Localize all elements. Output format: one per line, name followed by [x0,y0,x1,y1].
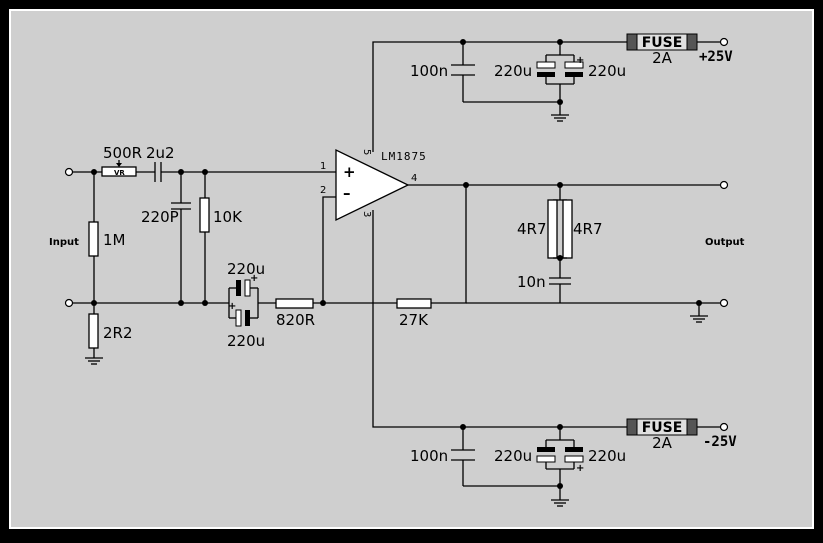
fb-cap-top-label: 220u [227,260,265,278]
resistor-820r [275,298,314,309]
output-ground-icon [690,315,708,323]
vplus-ground-icon [551,114,569,122]
fb-cap-bottom-neg [245,310,250,326]
output-stage: Output 4R7 4R7 10n [408,180,745,323]
vminus-fuse-label: FUSE [642,420,683,436]
negative-supply-section: 100n + 220u 220u FUSE 2A -25V [372,210,737,507]
svg-text:+: + [576,55,584,66]
opamp-lm1875: LM1875 + – 1 2 4 5 3 [320,148,427,222]
shunt-cap-label: 220P [141,208,179,226]
vplus-elcap-a-neg [537,72,555,77]
output-terminal-signal[interactable] [719,180,729,190]
opamp-plus-sign: + [343,163,356,181]
output-label: Output [705,237,745,248]
input-terminal-ground[interactable] [64,298,74,308]
vminus-fuse-rating: 2A [652,434,673,452]
resistor-2r2-label: 2R2 [103,324,133,342]
vminus-fuse: FUSE [626,418,698,436]
resistor-4r7-a [547,199,558,259]
fb-cap-bottom-plate [235,309,242,327]
vplus-elcap-a-plate [536,61,556,69]
vminus-elcap-b-neg [565,447,583,452]
fb-cap-bottom-label: 220u [227,332,265,350]
vr-tag: VR [114,169,125,177]
vplus-terminal[interactable] [719,37,729,47]
opamp-pin-4: 4 [411,173,417,184]
resistor-1m [88,221,99,257]
vplus-fuse: FUSE [626,33,698,51]
svg-text:+: + [576,463,584,474]
input-terminal-signal[interactable] [64,167,74,177]
vminus-elcap-a-plate [536,455,556,463]
input-stage: Input VR 500R 2u2 1M 2R2 [49,144,336,365]
opamp-pin-3: 3 [361,211,372,217]
opamp-triangle [335,148,410,222]
resistor-1m-label: 1M [103,231,126,249]
svg-text:+: + [250,273,258,284]
opamp-pin-5: 5 [361,149,372,155]
vminus-elcap-a-neg [537,447,555,452]
vplus-film-cap-label: 100n [410,62,448,80]
resistor-27k-label: 27K [399,311,429,329]
opamp-pin-2: 2 [320,185,326,196]
vminus-terminal[interactable] [719,422,729,432]
resistor-820r-label: 820R [276,311,315,329]
vplus-elcap-b-plate [564,61,584,69]
resistor-2r2 [88,313,99,349]
resistor-4r7-b-label: 4R7 [573,220,603,238]
input-ground-icon [85,357,103,365]
svg-text:+: + [228,301,236,312]
vr-label: 500R [103,144,142,162]
resistor-4r7-a-label: 4R7 [517,220,547,238]
feedback-network: + + 220u 220u 820R 27K [227,185,467,350]
schematic-canvas [9,9,814,529]
opamp-minus-sign: – [343,184,351,202]
input-label: Input [49,237,79,248]
resistor-10k [199,197,210,233]
vminus-elcap-b-label: 220u [588,447,626,465]
vplus-rail-label: +25V [699,49,733,65]
vminus-wire [372,210,627,428]
vplus-wire [372,41,627,152]
vplus-fuse-label: FUSE [642,35,683,51]
resistor-4r7-b [562,199,573,259]
vplus-elcap-b-label: 220u [588,62,626,80]
vplus-elcap-b-neg [565,72,583,77]
resistor-27k [396,298,432,309]
output-terminal-ground[interactable] [719,298,729,308]
vminus-film-cap-label: 100n [410,447,448,465]
vminus-elcap-a-label: 220u [494,447,532,465]
vplus-elcap-a-label: 220u [494,62,532,80]
fb-cap-top-neg [236,280,241,296]
coupling-cap-label: 2u2 [146,144,175,162]
vminus-ground-icon [551,499,569,507]
vminus-rail-label: -25V [703,434,737,450]
vplus-fuse-rating: 2A [652,49,673,67]
inverting-input-wire [322,196,336,303]
resistor-10k-label: 10K [213,208,243,226]
positive-supply-section: 100n + 220u 220u FUSE 2A +25V [372,33,733,152]
opamp-pin-1: 1 [320,161,326,172]
opamp-name: LM1875 [381,150,427,163]
zobel-cap-label: 10n [517,273,546,291]
vminus-elcap-b-plate [564,455,584,463]
